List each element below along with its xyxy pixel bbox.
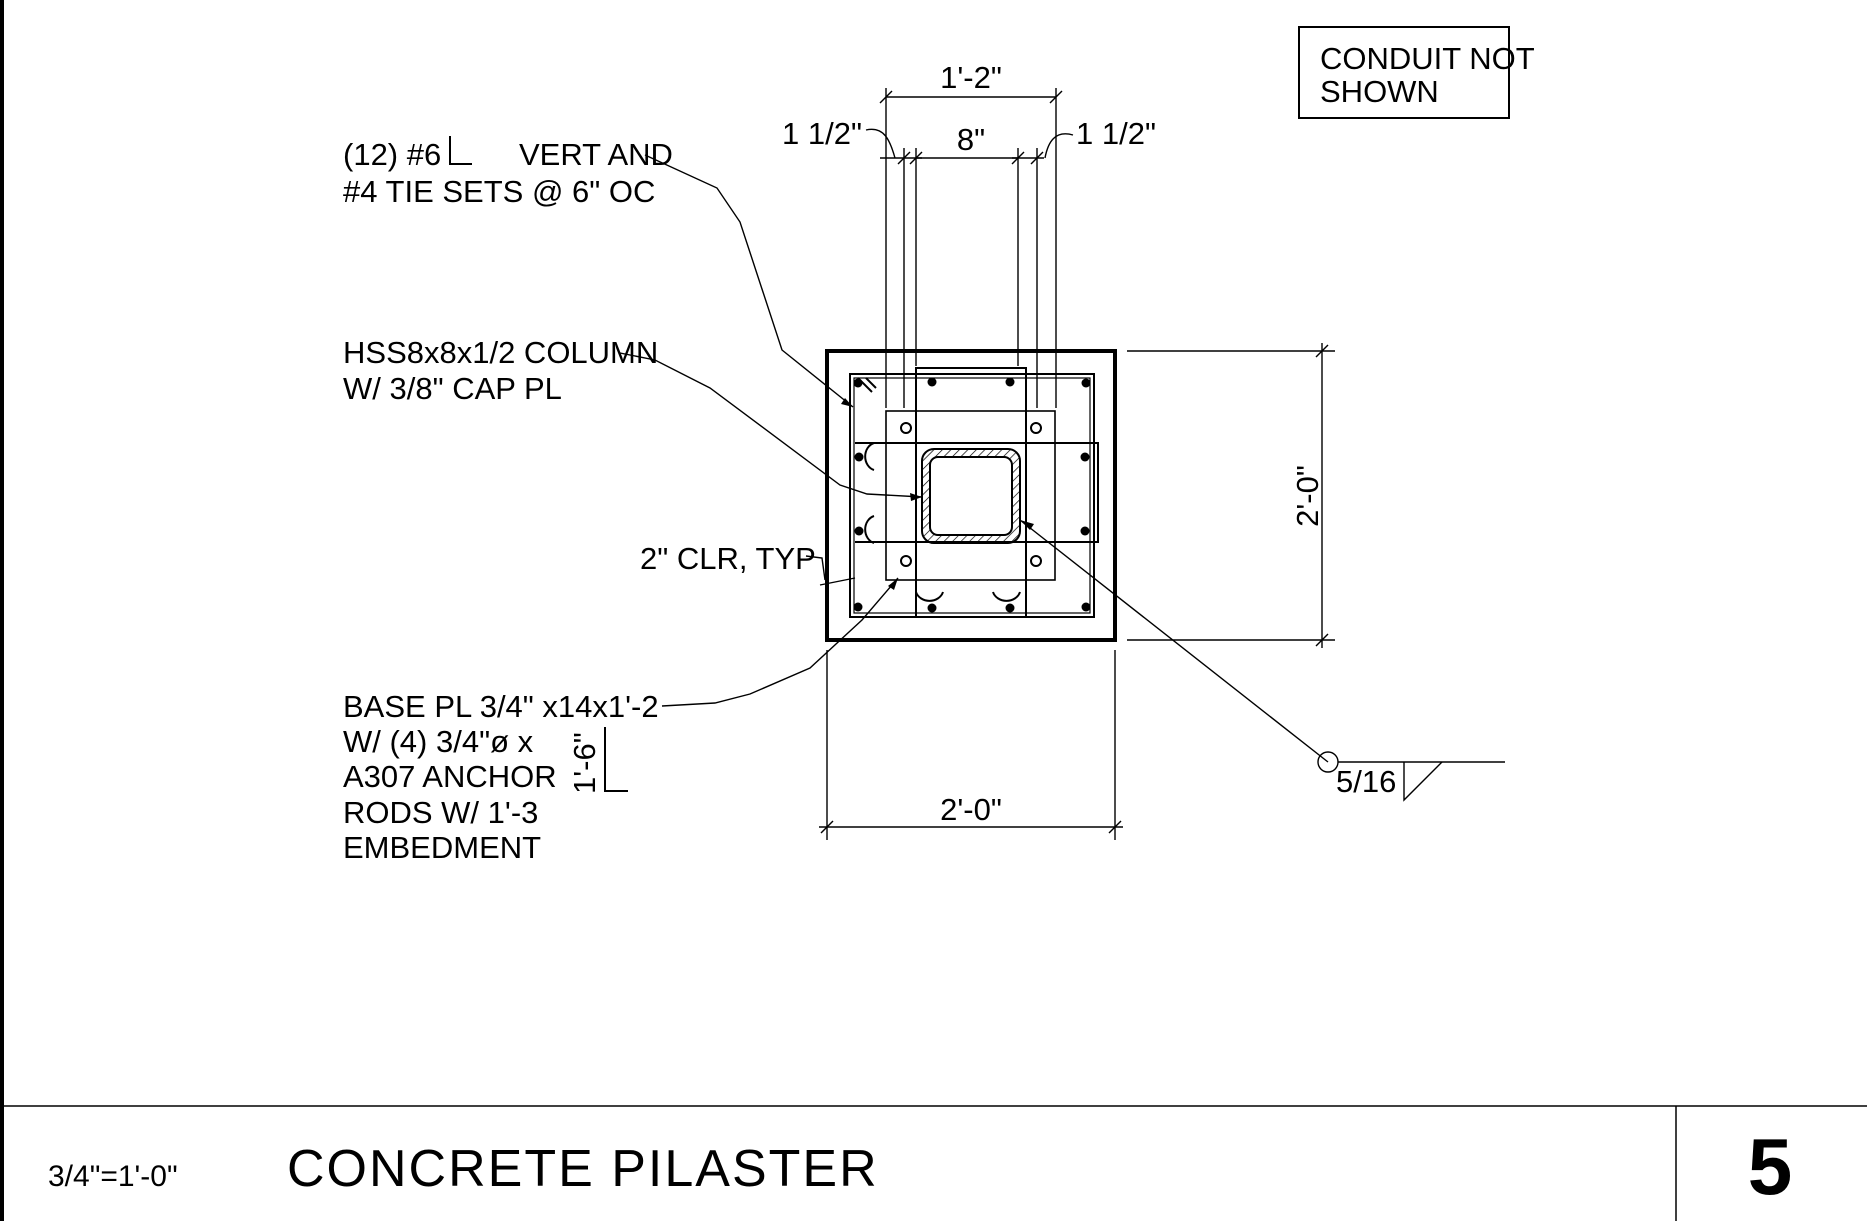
rebar-tie-inner — [853, 377, 1091, 614]
column-note-line1: HSS8x8x1/2 COLUMN — [343, 335, 658, 370]
base-note-leader — [661, 577, 899, 707]
vertical-rebars — [853, 377, 1091, 613]
tie-hook-left-bottom — [864, 515, 875, 544]
rebar-note-leader — [644, 154, 854, 408]
right-dimension — [1127, 343, 1335, 648]
anchor-rod-4 — [1030, 555, 1042, 567]
dim-top-middle: 8" — [957, 122, 985, 157]
concrete-pilaster-outline — [825, 349, 1117, 642]
weld-size: 5/16 — [1336, 764, 1396, 799]
dim-top-overall: 1'-2" — [940, 60, 1002, 95]
hss-column-inner — [929, 456, 1013, 536]
rebar-dot — [854, 452, 864, 462]
rebar-dot — [1081, 378, 1091, 388]
detail-number: 5 — [1748, 1122, 1793, 1211]
clear-cover-note: 2" CLR, TYP — [640, 541, 816, 576]
top-dimensions — [865, 88, 1074, 408]
rebar-note-line1: (12) #6 — [343, 137, 441, 172]
rebar-tie-outer — [849, 373, 1095, 618]
rebar-dot — [853, 602, 863, 612]
base-note-line3: A307 ANCHOR — [343, 759, 557, 794]
rebar-dot — [927, 377, 937, 387]
tie-hook-left-top — [864, 442, 875, 471]
cross-tie-vertical — [915, 367, 1027, 617]
rebar-dot — [1005, 603, 1015, 613]
clear-cover-leader — [805, 555, 826, 581]
rebar-note-line2: #4 TIE SETS @ 6" OC — [343, 174, 655, 209]
fillet-weld-triangle — [1403, 761, 1443, 802]
base-note-line2b: 1'-6" — [567, 732, 602, 794]
rebar-dot — [853, 378, 863, 388]
dim-top-left-edge: 1 1/2" — [782, 116, 862, 151]
conduit-note: CONDUIT NOT SHOWN — [1298, 26, 1535, 119]
tie-hook-bottom-right — [992, 591, 1021, 602]
rebar-dot — [1080, 452, 1090, 462]
dim-right-height: 2'-0" — [1290, 465, 1325, 527]
rebar-dot — [1005, 377, 1015, 387]
rebar-dot — [1080, 526, 1090, 536]
conduit-note-line1: CONDUIT NOT — [1320, 41, 1535, 76]
tie-hook-bottom-left — [915, 591, 944, 602]
weld-arrow-line — [1019, 519, 1329, 763]
column-note-line2: W/ 3/8" CAP PL — [343, 371, 562, 406]
rebar-dot — [1081, 602, 1091, 612]
conduit-note-box — [1298, 26, 1510, 119]
anchor-rod-3 — [900, 555, 912, 567]
title-block — [0, 1105, 1867, 1221]
dim-bottom-width: 2'-0" — [940, 792, 1002, 827]
column-note-leader — [619, 352, 923, 498]
rebar-hook-symbol — [449, 136, 472, 165]
base-note-line5: EMBEDMENT — [343, 830, 541, 865]
bottom-dimension — [819, 650, 1123, 840]
drawing-title: CONCRETE PILASTER — [287, 1140, 879, 1198]
rebar-dot — [927, 603, 937, 613]
pilaster-plan — [825, 349, 1117, 642]
anchor-hook-symbol — [604, 727, 628, 792]
anchor-rod-1 — [900, 422, 912, 434]
dim-top-right-edge: 1 1/2" — [1076, 116, 1156, 151]
drawing-scale: 3/4"=1'-0" — [48, 1160, 178, 1193]
anchor-rod-2 — [1030, 422, 1042, 434]
conduit-note-line2: SHOWN — [1320, 74, 1439, 109]
rebar-dot — [854, 526, 864, 536]
rebar-note-line1b: VERT AND — [519, 137, 673, 172]
base-note-line4: RODS W/ 1'-3 — [343, 795, 538, 830]
weld-symbol — [1019, 519, 1505, 802]
base-note-line2: W/ (4) 3/4"ø x — [343, 724, 534, 759]
base-note-line1: BASE PL 3/4" x14x1'-2 — [343, 689, 659, 724]
